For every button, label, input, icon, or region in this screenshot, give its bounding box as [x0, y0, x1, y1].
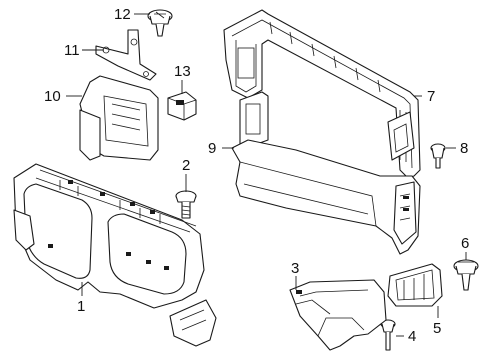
callout-9: 9: [208, 140, 216, 157]
part-10-air-duct: [79, 75, 159, 161]
part-1-grille-frame: [13, 163, 217, 347]
callout-1: 1: [77, 298, 85, 315]
leader-lines: [66, 13, 467, 337]
callout-10: 10: [44, 88, 61, 105]
part-12-push-clip: [147, 9, 173, 37]
part-3-air-deflector: [289, 279, 387, 351]
callout-6: 6: [461, 235, 469, 252]
part-8-fastener: [430, 143, 446, 169]
part-13-nut-clip: [167, 91, 197, 121]
part-11-bracket: [95, 29, 157, 81]
part-2-bolt: [175, 190, 197, 219]
callout-5: 5: [433, 320, 441, 337]
part-5-air-guide: [387, 263, 443, 307]
part-4-screw: [380, 319, 396, 351]
callout-4: 4: [408, 328, 416, 345]
callout-13: 13: [174, 63, 191, 80]
callout-11: 11: [64, 42, 80, 59]
part-9-lower-shroud: [231, 139, 421, 255]
callout-7: 7: [427, 88, 435, 105]
part-6-push-clip: [453, 259, 479, 291]
callout-8: 8: [460, 140, 468, 157]
callout-3: 3: [291, 260, 299, 277]
part-7-radiator-support: [223, 9, 421, 179]
callout-2: 2: [182, 157, 190, 174]
callout-12: 12: [114, 6, 131, 23]
